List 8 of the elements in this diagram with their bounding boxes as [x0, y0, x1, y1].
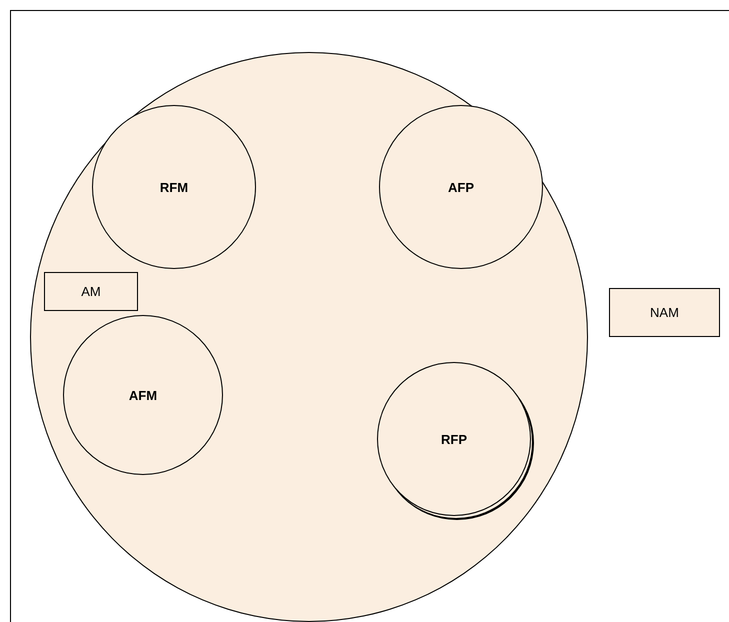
node-label: AFM — [128, 388, 158, 402]
node-label: AFP — [448, 180, 474, 194]
rect-node — [44, 272, 138, 311]
node-label: NAM — [650, 305, 679, 320]
node-label: RFM — [160, 180, 188, 194]
node-label: AM — [81, 284, 101, 299]
rect-node — [609, 288, 720, 337]
node-label: RFP — [441, 432, 467, 446]
